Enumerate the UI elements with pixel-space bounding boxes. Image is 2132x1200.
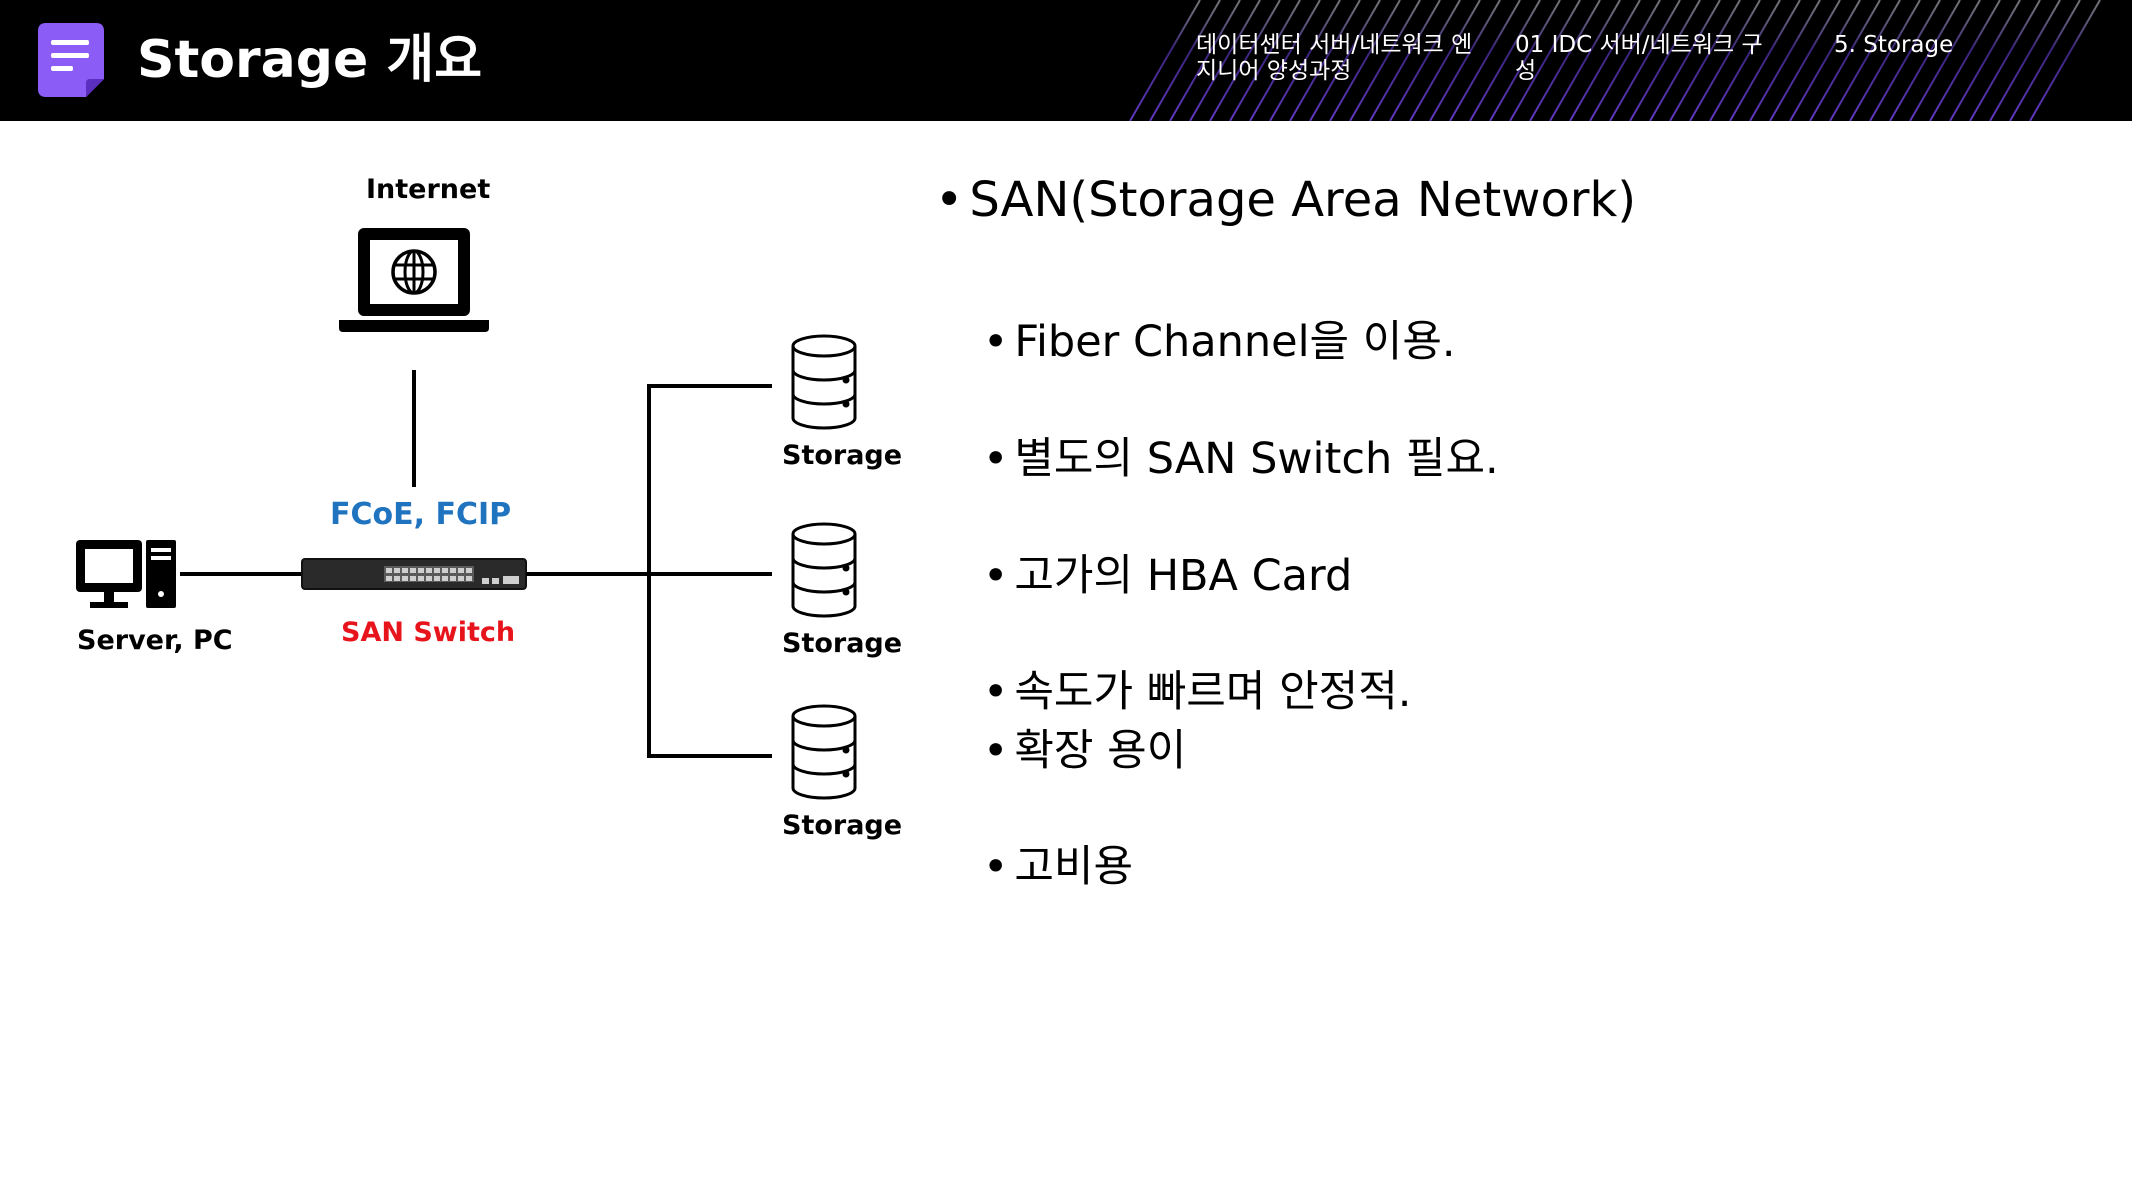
protocol-label: FCoE, FCIP xyxy=(330,497,512,532)
storage-label-2: Storage xyxy=(782,628,903,659)
bullet-item: •별도의 SAN Switch 필요. xyxy=(983,434,1499,484)
server-label: Server, PC xyxy=(77,625,233,656)
header-bar: Storage 개요 데이터센터 서버/네트워크 엔지니어 양성과정 01 ID… xyxy=(0,0,2132,121)
san-topology-diagram xyxy=(76,228,857,800)
storage-label-3: Storage xyxy=(782,810,903,841)
document-logo-icon xyxy=(38,23,104,97)
storage-icon-3 xyxy=(791,704,857,800)
page-title: Storage 개요 xyxy=(137,30,483,90)
bullet-item: •고가의 HBA Card xyxy=(983,551,1353,601)
storage-icon-2 xyxy=(791,522,857,618)
storage-icon-1 xyxy=(791,334,857,430)
switch-label: SAN Switch xyxy=(341,617,516,648)
storage-bus-lines xyxy=(526,384,772,758)
breadcrumb-chapter: 01 IDC 서버/네트워크 구성 xyxy=(1515,32,1763,84)
desktop-pc-icon xyxy=(76,540,176,608)
diagonal-stripes-decoration xyxy=(1129,0,2101,121)
bullet-item: •고비용 xyxy=(983,842,1134,892)
bullet-item: •속도가 빠르며 안정적. xyxy=(983,667,1412,717)
bullet-item: •확장 용이 xyxy=(983,726,1187,776)
internet-label: Internet xyxy=(366,174,491,205)
bullet-item: •Fiber Channel을 이용. xyxy=(983,317,1456,367)
storage-label-1: Storage xyxy=(782,440,903,471)
laptop-globe-icon xyxy=(339,228,489,332)
san-heading: •SAN(Storage Area Network) xyxy=(935,172,1637,228)
breadcrumb-section: 5. Storage xyxy=(1834,32,1954,58)
san-switch-icon xyxy=(301,558,527,590)
breadcrumb-course: 데이터센터 서버/네트워크 엔지니어 양성과정 xyxy=(1196,32,1473,84)
